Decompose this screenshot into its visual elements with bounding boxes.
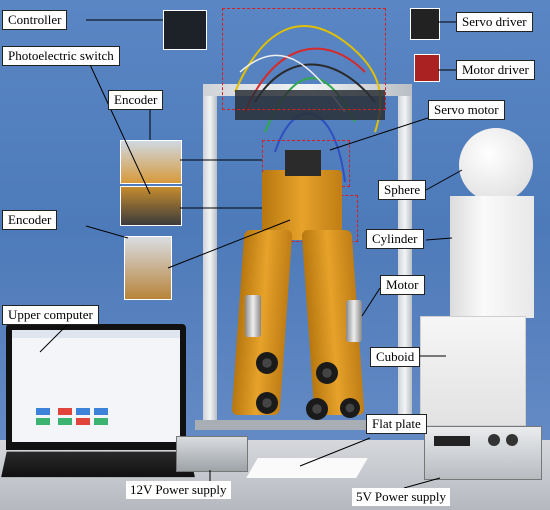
psu-display: [434, 436, 470, 446]
roller-wheel: [256, 352, 278, 374]
cuboid-object: [420, 316, 526, 426]
label-upper-computer: Upper computer: [2, 305, 99, 325]
ui-button-green: [36, 418, 50, 425]
controller-thumbnail: [163, 10, 207, 50]
label-servo-motor: Servo motor: [428, 100, 505, 120]
wiring-cluster: [234, 25, 385, 183]
roller-wheel: [256, 392, 278, 414]
ui-button-blue: [36, 408, 50, 415]
encoder-thumbnail-top: [120, 140, 182, 184]
motor-cylinder-left: [245, 295, 261, 337]
label-controller: Controller: [2, 10, 68, 30]
frame-base-rail: [195, 420, 420, 430]
ui-button-blue: [94, 408, 108, 415]
label-5v-power-supply: 5V Power supply: [352, 488, 451, 506]
ui-button-red: [76, 418, 90, 425]
label-flat-plate: Flat plate: [366, 414, 427, 434]
gripper-top-block: [262, 170, 342, 240]
label-cuboid: Cuboid: [370, 347, 421, 367]
label-12v-power-supply: 12V Power supply: [126, 481, 231, 499]
ui-button-red: [58, 408, 72, 415]
psu-knob: [506, 434, 518, 446]
ui-button-green: [94, 418, 108, 425]
label-motor: Motor: [380, 275, 425, 295]
label-encoder-bottom: Encoder: [2, 210, 58, 230]
encoder-thumbnail-bottom: [124, 236, 172, 300]
label-encoder-top: Encoder: [108, 90, 164, 110]
motor-cylinder-right: [346, 300, 362, 342]
label-cylinder: Cylinder: [366, 229, 424, 249]
psu-knob: [488, 434, 500, 446]
servo-driver-thumbnail: [410, 8, 440, 40]
ui-button-blue: [76, 408, 90, 415]
photoelectric-switch-thumbnail: [120, 186, 182, 226]
frame-post-right: [398, 86, 412, 426]
label-motor-driver: Motor driver: [456, 60, 535, 80]
app-titlebar: [12, 330, 180, 338]
ui-button-green: [58, 418, 72, 425]
label-photoelectric-switch: Photoelectric switch: [2, 46, 120, 66]
roller-wheel: [306, 398, 328, 420]
gripper-servo: [285, 150, 321, 176]
power-supply-12v-unit: [176, 436, 248, 472]
cylinder-object: [450, 196, 534, 318]
frame-post-left: [203, 86, 217, 426]
label-sphere: Sphere: [378, 180, 427, 200]
motor-driver-thumbnail: [414, 54, 440, 82]
label-servo-driver: Servo driver: [456, 12, 533, 32]
sphere-object: [459, 128, 533, 202]
controller-region-box: [222, 8, 386, 110]
roller-wheel: [316, 362, 338, 384]
power-supply-5v-unit: [424, 426, 542, 480]
roller-wheel: [340, 398, 360, 418]
